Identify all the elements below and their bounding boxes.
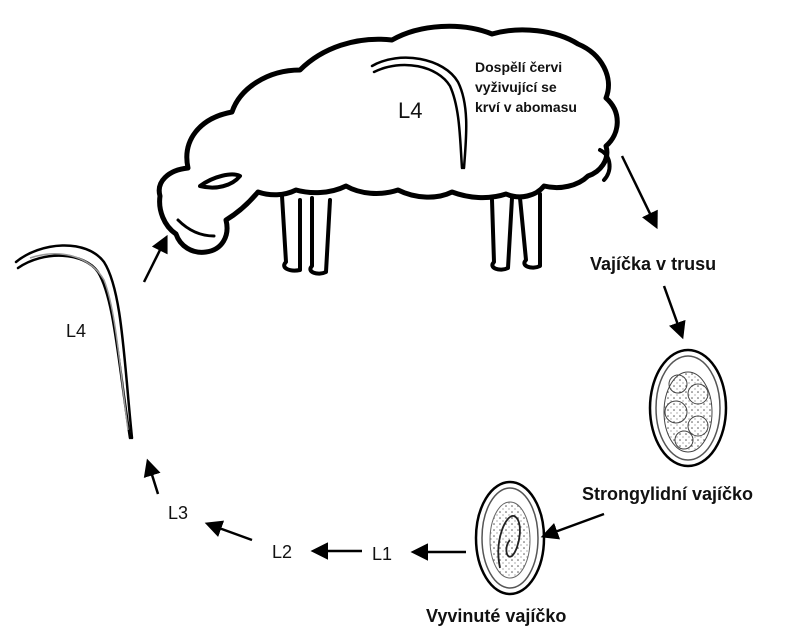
sheep-leg-back-right	[520, 194, 540, 268]
arrow-feces-to-egg	[664, 286, 682, 336]
developed-egg-image	[476, 482, 544, 594]
arrow-l2-to-l3	[208, 524, 252, 540]
sheep-leg-back-left	[492, 198, 512, 270]
l3-label: L3	[168, 503, 188, 523]
arrow-l4-to-sheep	[144, 238, 166, 282]
worm-l4-left	[16, 245, 132, 438]
arrow-sheep-to-feces	[622, 156, 656, 226]
l1-label: L1	[372, 544, 392, 564]
developed-egg-label: Vyvinuté vajíčko	[426, 606, 566, 626]
adult-worms-label-line-3: krví v abomasu	[475, 99, 577, 115]
sheep-leg-front-right	[310, 198, 330, 274]
arrow-l3-to-l4	[148, 462, 158, 494]
strongyle-egg-label: Strongylidní vajíčko	[582, 484, 753, 504]
adult-worms-label-line-2: vyživující se	[475, 79, 557, 95]
l4-left-label: L4	[66, 321, 86, 341]
l4-sheep-label: L4	[398, 98, 422, 123]
sheep-face-line	[178, 220, 214, 236]
strongyle-egg-image	[650, 350, 726, 466]
eggs-in-feces-label: Vajíčka v trusu	[590, 254, 716, 274]
adult-worms-label-line-1: Dospělí červi	[475, 59, 562, 75]
l2-label: L2	[272, 542, 292, 562]
sheep-ear	[200, 174, 240, 187]
arrow-egg-to-developed	[544, 514, 604, 536]
sheep-leg-front-left	[282, 196, 300, 271]
